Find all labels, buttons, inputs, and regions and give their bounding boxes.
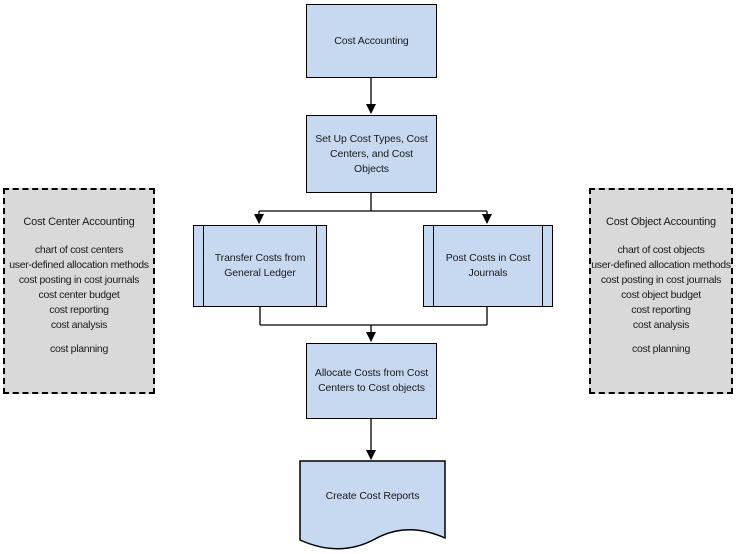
note-item: cost analysis [50,319,108,331]
note-title: Cost Object Accounting [606,216,716,228]
note-item: chart of cost objects [617,244,705,256]
note-item: cost reporting [49,304,109,316]
node-setup-cost-types: Set Up Cost Types, Cost Centers, and Cos… [306,115,437,193]
node-cost-accounting: Cost Accounting [306,4,437,78]
note-item-list: chart of cost objects user-defined alloc… [591,243,731,333]
node-post-costs: Post Costs in Cost Journals [423,225,553,307]
note-item: cost posting in cost journals [600,274,722,286]
note-item: cost analysis [632,319,690,331]
note-item: user-defined allocation methods [591,259,731,271]
node-transfer-costs: Transfer Costs from General Ledger [193,225,327,307]
note-item: cost planning [50,343,108,355]
note-item: cost posting in cost journals [18,274,140,286]
note-title: Cost Center Accounting [23,216,135,228]
node-post-costs-label: Post Costs in Cost Journals [445,252,531,279]
note-item: cost center budget [38,289,120,301]
note-item: chart of cost centers [34,244,124,256]
note-cost-center-accounting: Cost Center Accounting chart of cost cen… [3,188,155,394]
note-cost-object-accounting: Cost Object Accounting chart of cost obj… [589,188,733,394]
predef-left-bar-icon [433,226,434,306]
document-shape [299,460,446,550]
predef-left-bar-icon [203,226,204,306]
predef-right-bar-icon [316,226,317,306]
note-item: user-defined allocation methods [9,259,149,271]
node-allocate-costs: Allocate Costs from Cost Centers to Cost… [306,343,437,419]
note-item: cost object budget [621,289,701,301]
note-item: cost reporting [631,304,691,316]
predef-right-bar-icon [542,226,543,306]
node-transfer-costs-label: Transfer Costs from General Ledger [214,252,306,279]
node-create-cost-reports-label: Create Cost Reports [325,489,420,502]
note-item: cost planning [632,343,690,355]
note-item-list: chart of cost centers user-defined alloc… [5,243,153,333]
